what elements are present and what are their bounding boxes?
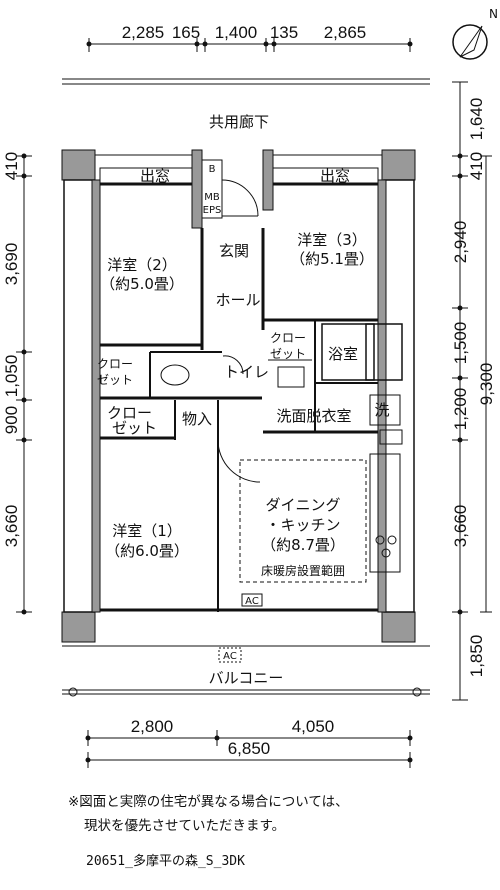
room3-size: （約5.1畳） [290,250,374,268]
eps-label: EPS [203,205,222,216]
mb-label: MB [204,192,220,203]
washer-label: 洗 [374,401,389,419]
dim-right-total: 9,300 [477,363,496,406]
room2-size: （約5.0畳） [100,275,184,293]
floor-plan: 2,285 165 1,400 135 2,865 410 3,690 1,05… [2,7,498,768]
dim-bottom-total: 6,850 [228,739,271,758]
room2-name: 洋室（2） [107,256,177,274]
dim-top-5: 2,865 [324,23,367,42]
room3-name: 洋室（3） [297,231,367,249]
wall-outlines [61,149,430,697]
dim-right-1: 1,640 [467,98,486,141]
dk-size: （約8.7畳） [261,536,345,554]
dim-right-4: 1,500 [451,322,470,365]
dk-label-line1: ダイニング [265,496,340,514]
dim-bottom-2: 4,050 [292,717,335,736]
closet-b-label-top: クロー [107,404,152,422]
closet-label-bottom: ゼット [97,373,133,387]
room1-size: （約6.0畳） [105,542,189,560]
entrance-label: 玄関 [219,242,249,260]
dim-left-2: 3,690 [2,243,21,286]
balcony-label: バルコニー [209,669,284,687]
hall-label: ホール [215,291,260,309]
dim-right-6: 3,660 [451,505,470,548]
north-label: N [489,7,498,21]
window-left-label: 出窓 [140,167,170,185]
dim-right-2: 410 [467,152,486,180]
dim-top-3: 1,400 [215,23,258,42]
dim-right-5: 1,200 [451,388,470,431]
dimension-ticks [21,41,463,763]
ac-label: AC [245,596,259,607]
closet-a-label-bottom: ゼット [270,347,306,361]
corridor-label: 共用廊下 [209,113,269,131]
toilet-label: トイレ [224,363,269,381]
room1-name: 洋室（1） [112,522,182,540]
dim-left-3: 1,050 [2,355,21,398]
dk-label-line2: ・キッチン [265,516,340,534]
window-right-label: 出窓 [320,167,350,185]
north-arrow-icon: N [452,7,498,60]
disclaimer-note: ※図面と実際の住宅が異なる場合については、 現状を優先させていただきます。 [68,790,488,838]
ac-balcony-label: AC [223,651,237,662]
dim-right-3: 2,940 [451,221,470,264]
disclaimer-line-2: 現状を優先させていただきます。 [84,818,286,834]
disclaimer-line-1: ※図面と実際の住宅が異なる場合については、 [68,794,349,810]
bath-label: 浴室 [328,345,358,363]
closet-b-label-bottom: ゼット [112,419,157,437]
storage-label: 物入 [182,410,212,428]
floor-heating-label: 床暖房設置範囲 [261,563,345,578]
dim-left-1: 410 [2,152,21,180]
b-label: B [209,164,216,175]
closet-label-top: クロー [97,357,133,371]
washroom-label: 洗面脱衣室 [276,407,351,425]
dim-top-1: 2,285 [122,23,165,42]
dim-left-4: 900 [2,406,21,434]
closet-a-label-top: クロー [270,331,306,345]
dim-left-5: 3,660 [2,505,21,548]
dim-bottom-1: 2,800 [131,717,174,736]
dim-top-2: 165 [172,23,200,42]
plan-code: 20651_多摩平の森_S_3DK [86,854,245,869]
dim-right-7: 1,850 [467,635,486,678]
dim-top-4: 135 [270,23,298,42]
